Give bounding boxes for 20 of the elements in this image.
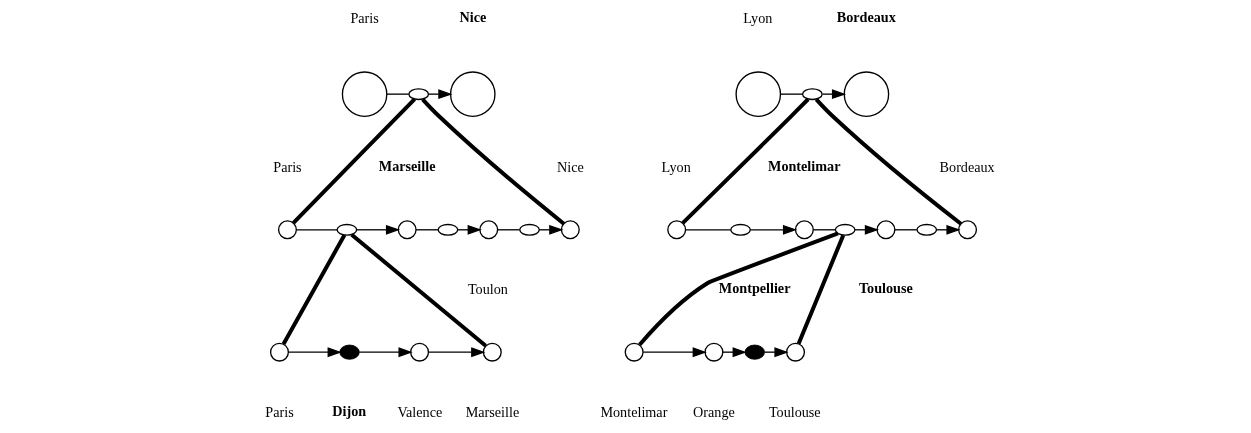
- node-label: Marseille: [378, 158, 436, 175]
- node-label: Montpellier: [718, 280, 791, 297]
- node-label: Orange: [693, 403, 735, 420]
- node-label: Bordeaux: [939, 158, 995, 175]
- node-label: Nice: [557, 158, 584, 175]
- node-label: Nice: [459, 9, 487, 26]
- node-label: Montelimar: [600, 403, 668, 420]
- node-label: Toulouse: [858, 280, 913, 297]
- node-label: Lyon: [743, 10, 773, 27]
- node-label: Lyon: [661, 158, 691, 175]
- node-label: Dijon: [332, 402, 367, 419]
- node-label: Valence: [397, 403, 443, 420]
- node-label: Paris: [350, 10, 379, 27]
- node-label: Paris: [265, 403, 294, 420]
- node-label: Montelimar: [768, 158, 841, 175]
- node-label: Bordeaux: [836, 9, 896, 26]
- node-label: Paris: [273, 158, 302, 175]
- node-label: Toulouse: [768, 403, 821, 420]
- node-label: Marseille: [465, 403, 520, 420]
- node-label: Toulon: [467, 281, 508, 298]
